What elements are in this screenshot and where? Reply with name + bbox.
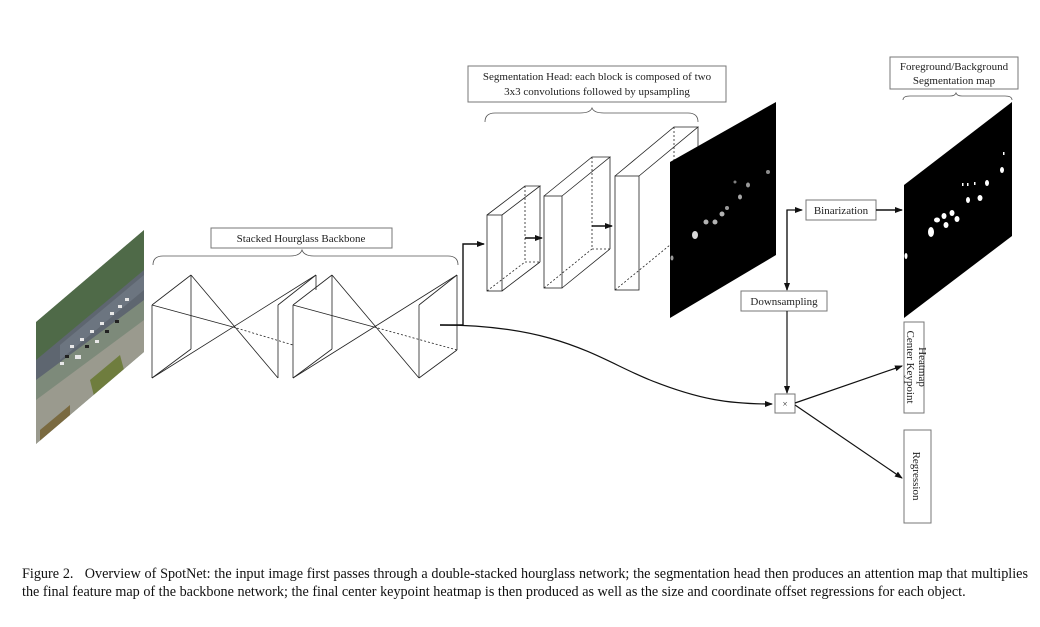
heatmap-output-box xyxy=(903,321,925,414)
seghead-brace xyxy=(484,106,699,123)
spotnet-architecture-diagram: Stacked Hourglass Backbone Segmentation … xyxy=(36,56,1019,524)
attention-map xyxy=(670,102,776,318)
regression-label: Regression xyxy=(910,452,922,501)
figure-caption: Figure 2. Overview of SpotNet: the input… xyxy=(22,566,1032,600)
backbone-label: Stacked Hourglass Backbone xyxy=(237,233,366,245)
seghead-label-line1: Segmentation Head: each block is compose… xyxy=(483,71,712,83)
seghead-label-line2: 3x3 convolutions followed by upsampling xyxy=(504,86,690,98)
to-regression-arrow xyxy=(794,404,903,479)
multiply-node xyxy=(774,393,796,414)
heatmap-label-line2: Heatmap xyxy=(916,347,928,387)
hourglass-2 xyxy=(292,274,458,379)
seghead-block-3 xyxy=(614,126,700,291)
downsampling-box xyxy=(740,290,828,312)
feature-map-skip-arrow xyxy=(439,324,773,407)
segmap-label-line1: Foreground/Background xyxy=(900,61,1009,73)
segmentation-map xyxy=(904,102,1012,318)
binarization-label: Binarization xyxy=(814,205,869,217)
regression-output-box xyxy=(903,429,932,524)
segmap-label-box xyxy=(889,56,1019,90)
multiply-symbol: × xyxy=(782,399,787,409)
downsampling-label: Downsampling xyxy=(750,296,818,308)
backbone-label-box xyxy=(210,227,393,249)
input-image xyxy=(36,230,144,444)
hourglass-1 xyxy=(151,274,317,379)
segmap-brace xyxy=(902,91,1013,101)
seghead-block-1 xyxy=(486,185,542,292)
heatmap-label-line1: Center Keypoint xyxy=(904,330,916,403)
seghead-block-2 xyxy=(543,156,612,289)
to-binarization-arrow xyxy=(786,207,803,290)
to-heatmap-arrow xyxy=(794,365,903,404)
segmap-label-line2: Segmentation map xyxy=(913,75,996,87)
backbone-brace xyxy=(152,248,459,266)
seghead-label-box xyxy=(467,65,727,103)
